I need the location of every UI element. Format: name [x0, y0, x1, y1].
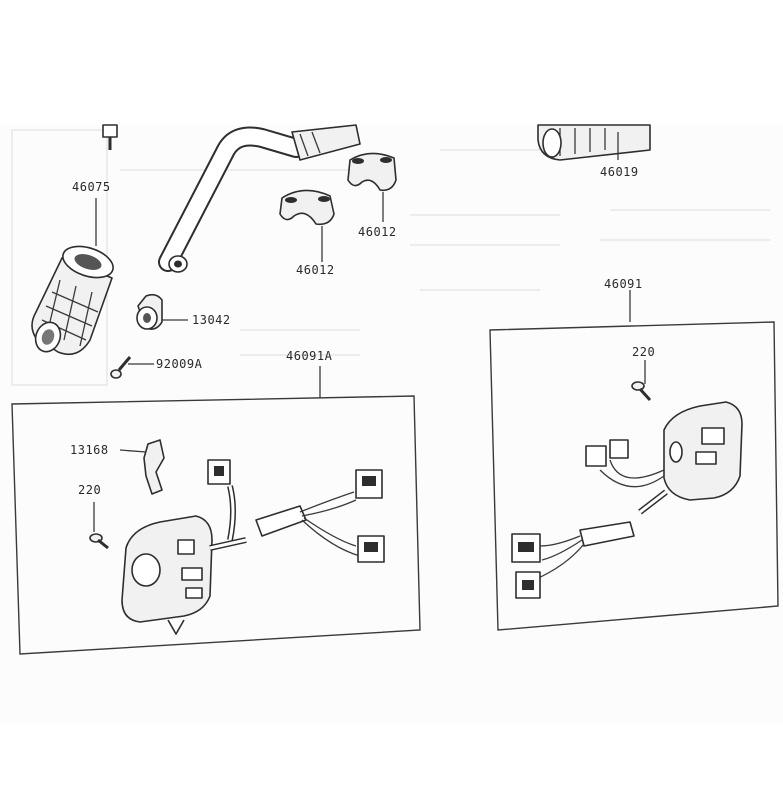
label-46091: 46091 [604, 277, 643, 291]
left-grip [31, 245, 114, 356]
right-switch-housing [663, 401, 743, 501]
paper-sheet [0, 125, 783, 723]
label-46075: 46075 [72, 180, 111, 194]
label-46091a: 46091A [286, 349, 333, 363]
left-switch-housing [121, 515, 213, 635]
assembly-box-left [11, 395, 421, 655]
screw-220-right [631, 360, 652, 402]
lever-13168 [119, 439, 165, 495]
callout-lines-top [95, 132, 631, 398]
bar-end-weight [136, 293, 163, 330]
background-print-through [11, 129, 770, 386]
label-46019: 46019 [600, 165, 639, 179]
label-92009a: 92009A [156, 357, 203, 371]
label-13168: 13168 [70, 443, 109, 457]
label-46012-right: 46012 [358, 225, 397, 239]
clamp-right [347, 152, 397, 192]
right-wire-harness [511, 439, 668, 599]
left-wire-harness [207, 459, 385, 563]
bolt-top [102, 124, 118, 150]
screw-92009a [110, 356, 132, 379]
handlebar [158, 124, 361, 273]
label-220-left: 220 [78, 483, 101, 497]
clamp-left [279, 189, 335, 226]
right-grip [537, 124, 651, 161]
screw-220-left [89, 502, 109, 550]
label-220-right: 220 [632, 345, 655, 359]
label-13042: 13042 [192, 313, 231, 327]
label-46012-left: 46012 [296, 263, 335, 277]
assembly-box-right [489, 321, 779, 631]
